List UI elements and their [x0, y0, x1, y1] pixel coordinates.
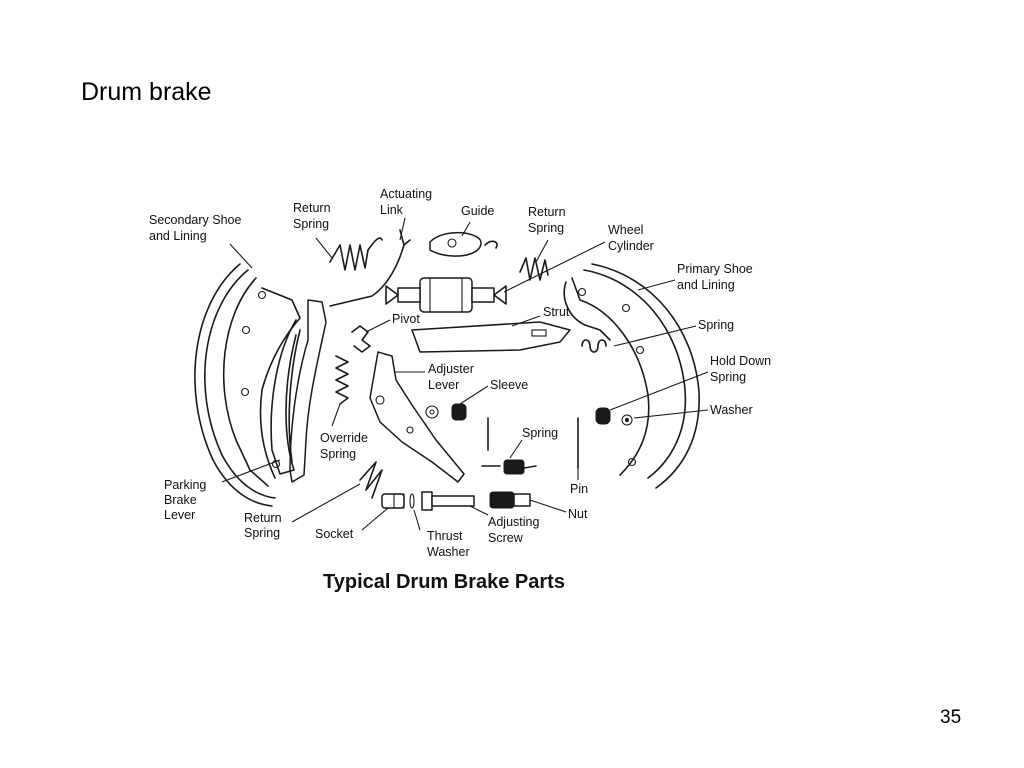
label-nut: Nut [568, 507, 588, 521]
label-strut: Strut [543, 305, 570, 319]
pivot [351, 325, 371, 353]
parking-brake-lever [270, 299, 327, 483]
return-spring-top-right [484, 240, 549, 281]
hold-down-spring [595, 407, 611, 425]
slide-title: Drum brake [81, 78, 212, 106]
wheel-cylinder [385, 277, 507, 313]
label-sleeve: Sleeve [490, 378, 528, 392]
diagram-caption: Typical Drum Brake Parts [323, 571, 565, 593]
label-pin: Pin [570, 482, 588, 496]
return-spring-top-left [329, 237, 383, 271]
adjuster-lever [369, 351, 465, 483]
label-spring-right: Spring [698, 318, 734, 332]
override-spring [335, 355, 349, 405]
sleeve [425, 403, 467, 421]
label-socket: Socket [315, 527, 354, 541]
label-guide: Guide [461, 204, 494, 218]
strut [411, 321, 571, 353]
pin [487, 417, 579, 469]
label-washer: Washer [710, 403, 753, 417]
leader-lines [221, 217, 709, 531]
actuating-link [329, 229, 411, 307]
washer [621, 414, 633, 426]
spring-right [581, 339, 607, 353]
spring-center [481, 459, 537, 475]
adjusting-screw [421, 491, 475, 511]
return-spring-bottom [359, 461, 383, 499]
socket [381, 493, 405, 509]
thrust-washer [409, 493, 415, 509]
guide [429, 231, 482, 257]
primary-shoe-and-lining [563, 263, 700, 489]
secondary-shoe-and-lining [194, 263, 301, 507]
label-pivot: Pivot [392, 312, 420, 326]
label-spring-center: Spring [522, 426, 558, 440]
nut [489, 491, 531, 509]
page-number: 35 [940, 707, 962, 728]
